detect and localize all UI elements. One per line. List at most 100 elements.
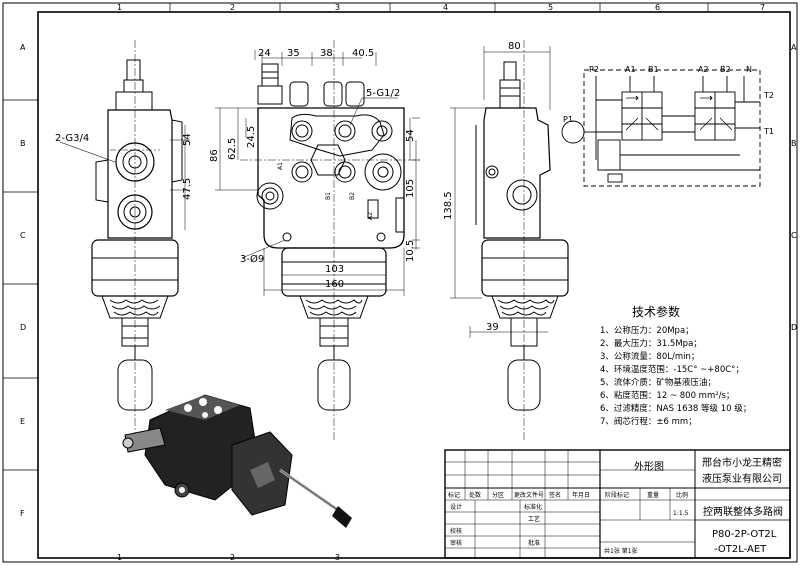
front-view [215,40,420,440]
mid-label: 批准 [528,539,540,547]
hydraulic-schematic [561,69,761,187]
tech-item: 7、阀芯行程：±6 mm； [600,416,697,427]
product-code-2: -OT2L-AET [714,544,767,555]
row-label: A [791,43,797,52]
product-code-1: P80-2P-OT2L [712,529,777,540]
port-t2: T2 [763,91,774,100]
row-label: B [791,139,797,148]
tech-item: 3、公称流量：80L/min； [600,351,699,362]
dim-label: 35 [287,48,300,59]
tech-item: 4、环境温度范围：-15C° ~+80C°； [600,364,744,375]
hdr-cell: 签名 [549,491,561,499]
port-mark: A1 [277,162,284,170]
row-label: C [20,231,26,240]
dim-label: 138.5 [443,191,454,220]
dim-label: 47.5 [182,178,193,200]
dim-label: 38 [320,48,333,59]
port-b1: B1 [648,65,659,74]
product-name: 控两联整体多路阀 [703,505,783,518]
stage-hdr: 阶段标记 [605,491,629,499]
col-label: 5 [548,3,553,12]
port-label: 2-G3/4 [55,133,89,144]
column-labels-bottom: 1 2 3 [117,553,340,562]
row-label: C [791,231,797,240]
row-label: 设计 [450,503,462,511]
tech-params: 技术参数 1、公称压力：20Mpa； 2、最大压力：31.5Mpa； 3、公称流… [600,304,751,427]
row-label: D [791,323,797,332]
front-view-marks: A1 B1 A2 B2 [277,162,374,220]
title-block-text: 邢台市小龙王精密 液压泵业有限公司 外形图 标记 处数 分区 更改文件号 签名 … [448,456,783,555]
hdr-cell: 处数 [469,491,481,499]
hdr-cell: 标记 [448,491,460,499]
column-labels-top: 1 2 3 4 5 6 7 [117,3,765,12]
port-label: 5-G1/2 [366,88,400,99]
right-view-dims: 80 138.5 39 [443,41,521,333]
row-label: E [20,417,25,426]
row-label: A [20,43,26,52]
company-name-2: 液压泵业有限公司 [702,472,782,485]
row-label: D [20,323,26,332]
port-b2: B2 [720,65,731,74]
inner-border [37,11,791,559]
col-label: 7 [760,3,765,12]
col-label: 1 [117,553,122,562]
col-label: 1 [117,3,122,12]
stage-hdr: 比例 [676,491,688,499]
port-n: N [746,65,752,74]
company-name-1: 邢台市小龙王精密 [702,456,782,469]
drawing-type: 外形图 [634,461,664,473]
iso-view [122,394,352,528]
port-p1: P1 [563,115,573,124]
dim-label: 24.5 [246,126,257,148]
dim-label: 54 [182,133,193,146]
row-label: 审核 [450,539,462,547]
port-mark: B1 [325,192,332,200]
col-label: 6 [655,3,660,12]
title-block [444,449,791,559]
col-label: 2 [230,553,235,562]
dim-label: 10.5 [405,240,416,262]
port-p2: P2 [589,65,599,74]
port-a1: A1 [625,65,636,74]
hdr-cell: 年月日 [572,491,590,499]
dim-label: 54 [405,129,416,142]
dim-label: 39 [486,322,499,333]
scale-value: 1:1.5 [673,510,689,517]
hdr-cell: 分区 [492,491,504,499]
col-label: 3 [335,3,340,12]
dim-label: 105 [405,179,416,198]
mid-label: 标准化 [524,503,542,511]
hole-label: 3-Ø9 [240,253,264,265]
mid-label: 工艺 [528,515,540,523]
dim-label: 86 [209,149,220,162]
row-label: B [20,139,26,148]
dim-label: 160 [325,279,344,290]
hdr-cell: 更改文件号 [514,491,544,499]
tech-item: 1、公称压力：20Mpa； [600,325,694,336]
left-side-view [59,40,190,440]
col-label: 4 [443,3,448,12]
tech-item: 5、流体介质：矿物基液压油； [600,377,716,388]
front-view-dims: 24 35 38 40.5 24.5 62.5 86 54 105 10.5 5… [209,48,416,290]
dim-label: 80 [508,41,521,52]
right-side-view [450,40,569,440]
port-mark: B2 [349,192,356,200]
col-label: 2 [230,3,235,12]
port-t1: T1 [763,127,774,136]
dim-label: 40.5 [352,48,374,59]
dim-label: 62.5 [227,138,238,160]
dim-label: 24 [258,48,271,59]
left-view-dims: 2-G3/4 54 47.5 [55,133,193,200]
row-labels: A B C D E F A B C D [20,43,797,518]
row-label: F [20,509,25,518]
tech-item: 2、最大压力：31.5Mpa； [600,338,702,349]
dim-label: 103 [325,264,344,275]
port-a2: A2 [698,65,709,74]
sheet-number: 共1张 第1张 [604,547,638,555]
row-label: 校核 [450,527,462,535]
hydraulic-labels: P2 A1 B1 A2 B2 N T2 P1 T1 [563,65,774,136]
tech-item: 6、粘度范围：12 ~ 800 mm²/s； [600,390,734,401]
